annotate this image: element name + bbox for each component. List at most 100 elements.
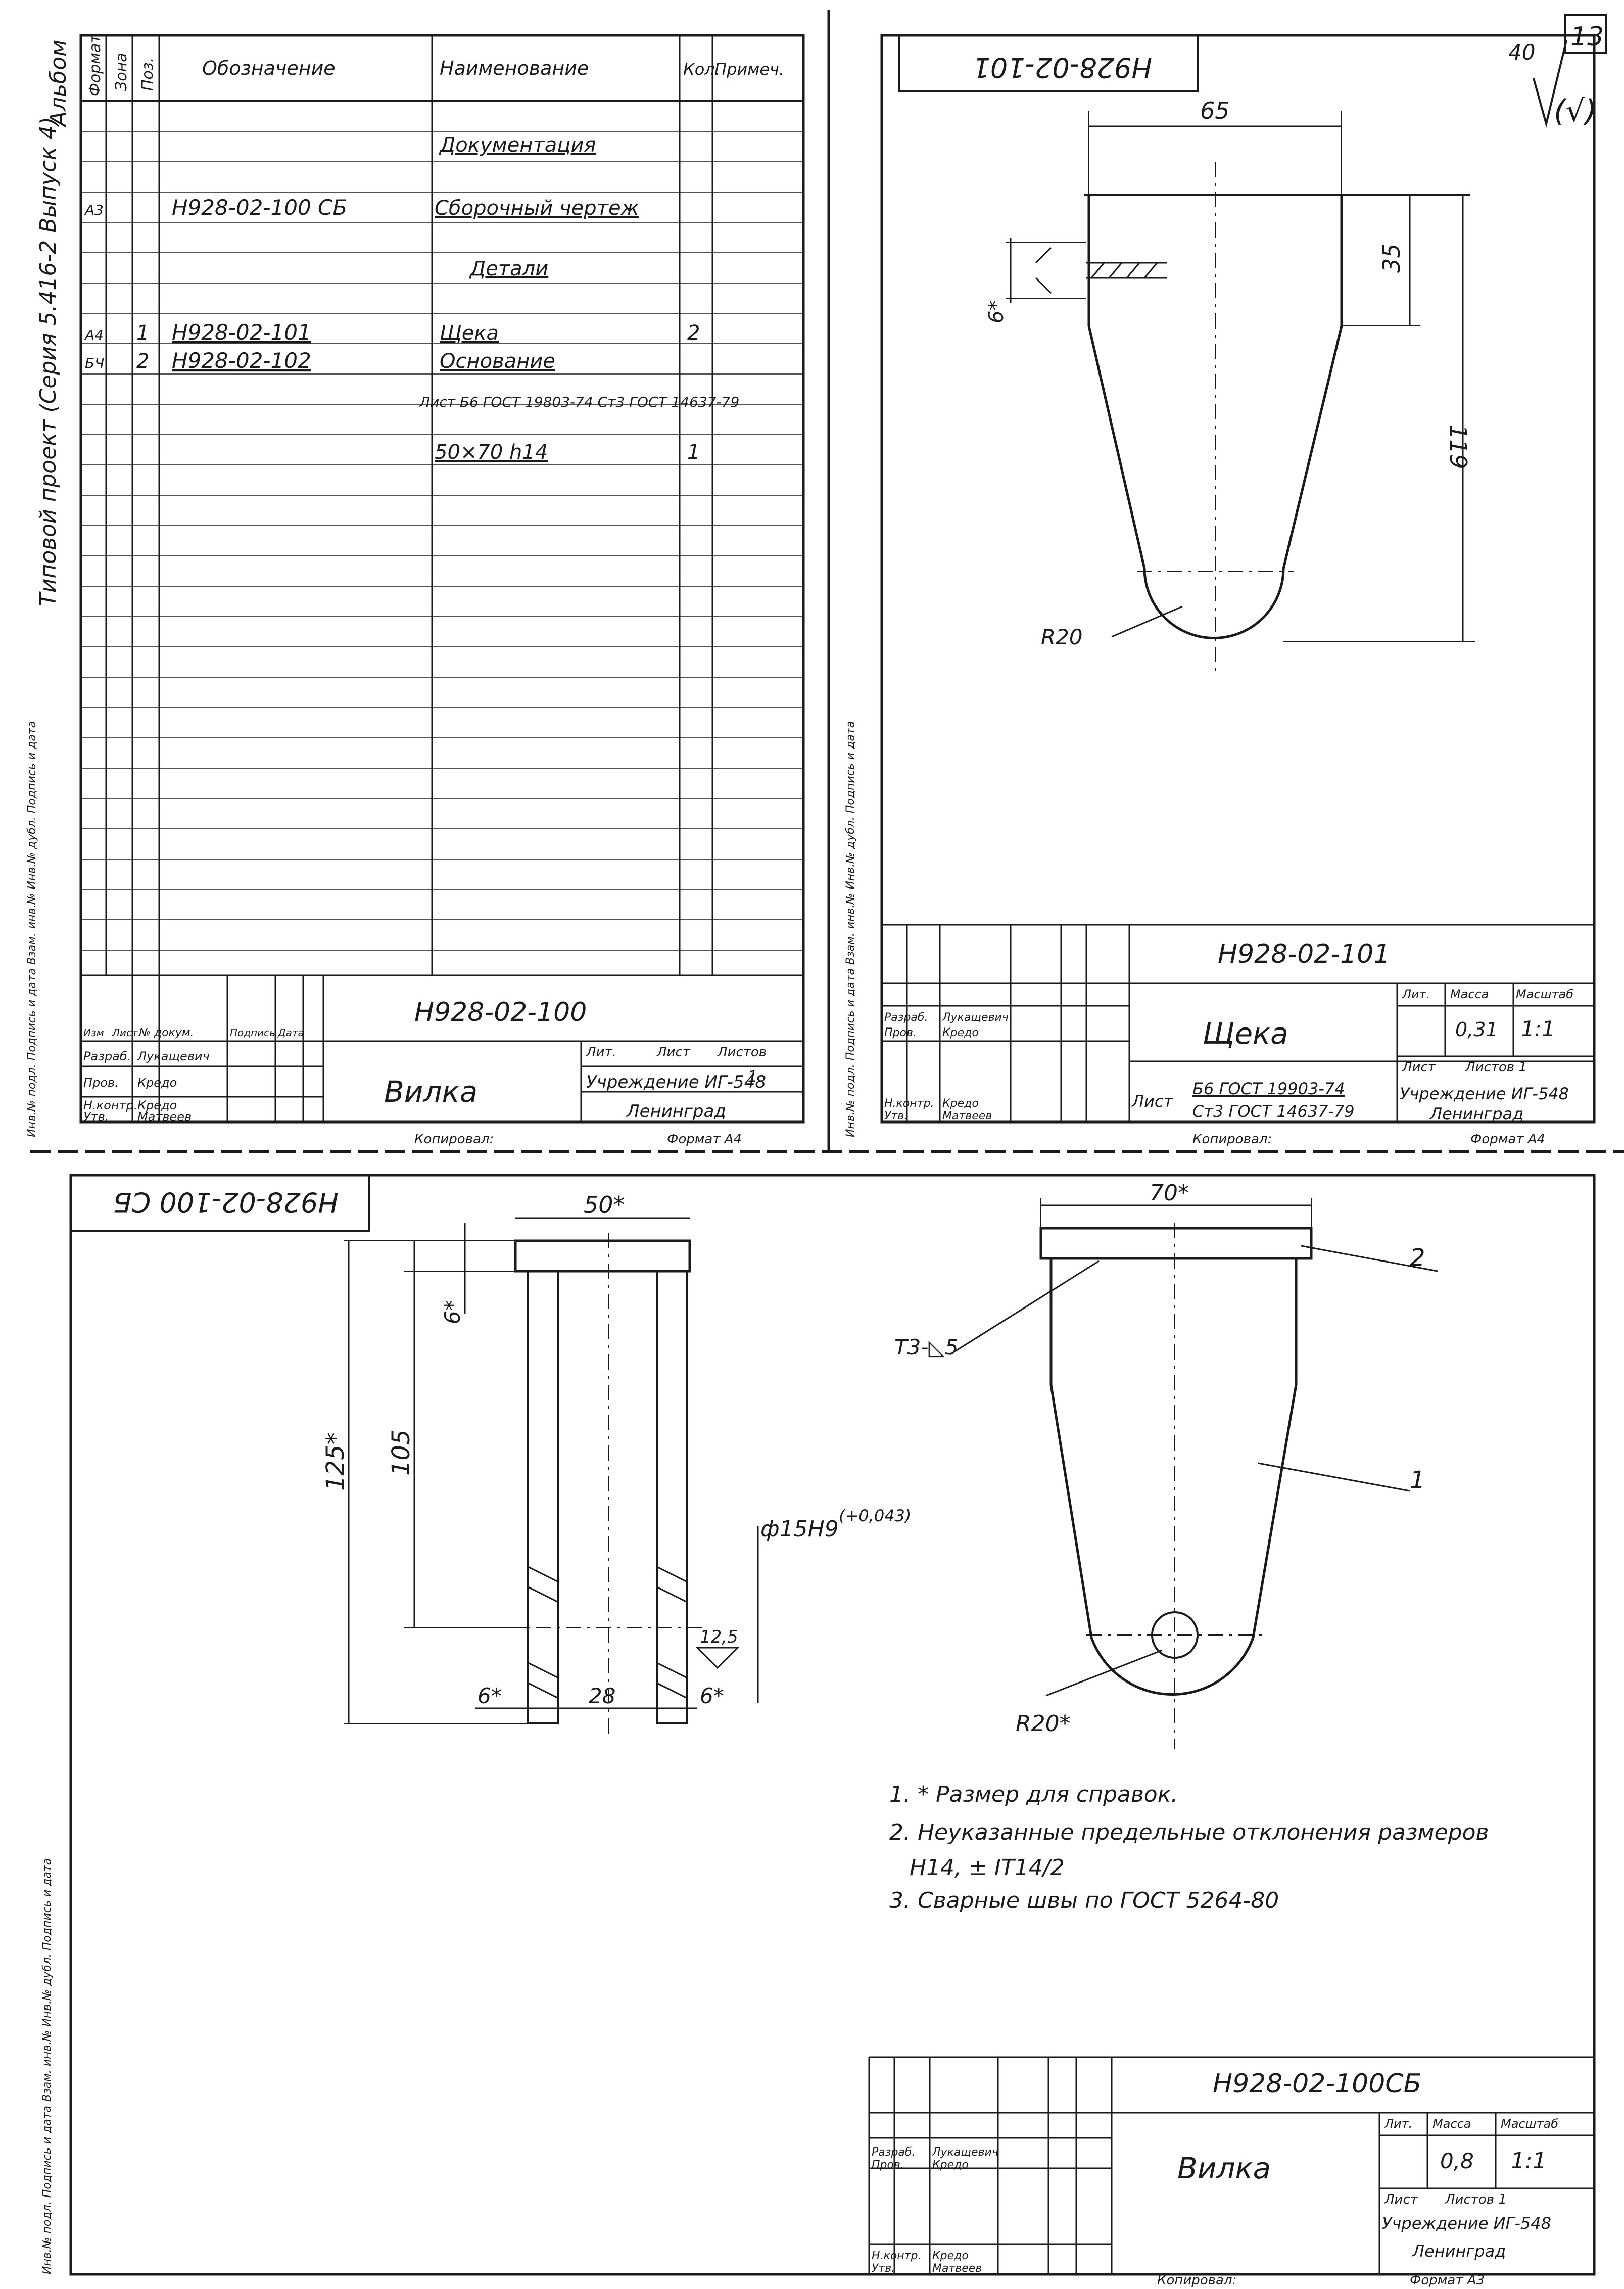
page-border <box>30 10 1624 1153</box>
svg-text:Кол.: Кол. <box>683 60 720 79</box>
svg-text:Н928-02-101: Н928-02-101 <box>1218 939 1390 969</box>
svg-text:БЧ: БЧ <box>85 355 104 371</box>
svg-text:Кредо: Кредо <box>137 1076 177 1090</box>
svg-text:Кредо: Кредо <box>932 2250 969 2262</box>
page-number: 13 <box>1570 22 1604 52</box>
svg-text:Основание: Основание <box>440 350 555 373</box>
svg-text:Утв.: Утв. <box>872 2262 895 2275</box>
svg-text:Пров.: Пров. <box>83 1076 119 1090</box>
svg-text:Ленинград: Ленинград <box>1429 1104 1523 1124</box>
svg-text:Листов: Листов <box>717 1045 767 1060</box>
svg-text:28: 28 <box>589 1684 615 1708</box>
note-3: 3. Сварные швы по ГОСТ 5264-80 <box>889 1888 1279 1913</box>
svg-text:Щека: Щека <box>1203 1016 1288 1051</box>
svg-text:Копировал:: Копировал: <box>414 1132 494 1147</box>
svg-text:Учреждение ИГ-548: Учреждение ИГ-548 <box>1382 2214 1551 2233</box>
note-2b: Н14, ± IT14/2 <box>910 1855 1065 1881</box>
assembly-stamp: Н928-02-100 СБ <box>113 1186 339 1218</box>
svg-text:1: 1 <box>748 1068 757 1086</box>
svg-text:6*: 6* <box>477 1684 502 1708</box>
series-vertical: Типовой проект (Серия 5.416-2 Выпуск 4) <box>35 117 61 606</box>
note-2: 2. Неуказанные предельные отклонения раз… <box>889 1819 1489 1845</box>
svg-text:Лист: Лист <box>1402 1060 1436 1075</box>
svg-text:Обозначение: Обозначение <box>202 57 336 79</box>
part-101-sheet: Инв.№ подл. Подпись и дата Взам. инв.№ И… <box>844 34 1596 1147</box>
svg-text:6*: 6* <box>985 301 1008 323</box>
svg-text:Лукащевич: Лукащевич <box>932 2146 998 2159</box>
svg-text:№ докум.: № докум. <box>138 1026 194 1039</box>
svg-text:65: 65 <box>1200 97 1230 124</box>
svg-text:Разраб.: Разраб. <box>872 2146 915 2159</box>
svg-text:Инв.№ подл. Подпись и дата В: Инв.№ подл. Подпись и дата Взам. инв.№ И… <box>26 721 38 1137</box>
side-view <box>949 1198 1438 1749</box>
svg-text:0,31: 0,31 <box>1455 1018 1498 1041</box>
svg-text:Кредо: Кредо <box>137 1098 177 1112</box>
svg-text:Поз.: Поз. <box>139 58 157 91</box>
svg-text:0,8: 0,8 <box>1440 2148 1474 2173</box>
album-tag: Альбом <box>45 40 71 128</box>
svg-text:Копировал:: Копировал: <box>1157 2273 1236 2288</box>
svg-text:Наименование: Наименование <box>440 57 589 79</box>
svg-text:1: 1 <box>687 441 700 464</box>
cheek-drawing <box>1006 111 1475 672</box>
svg-text:А4: А4 <box>84 326 104 343</box>
svg-text:Вилка: Вилка <box>1177 2151 1271 2185</box>
svg-text:1:1: 1:1 <box>1521 1016 1555 1041</box>
svg-text:12,5: 12,5 <box>700 1627 738 1647</box>
svg-text:105: 105 <box>387 1429 415 1476</box>
svg-text:Утв.: Утв. <box>884 1110 907 1123</box>
assembly-sheet: Инв.№ подл. Подпись и дата Взам. инв.№ И… <box>41 1174 1596 2288</box>
svg-text:Кредо: Кредо <box>942 1026 979 1039</box>
svg-text:Разраб.: Разраб. <box>83 1049 131 1063</box>
note-1: 1. * Размер для справок. <box>889 1782 1178 1807</box>
svg-text:Изм: Изм <box>83 1026 104 1039</box>
svg-text:Лист: Лист <box>112 1026 138 1039</box>
svg-text:Ленинград: Ленинград <box>626 1101 726 1122</box>
svg-text:Инв.№ подл. Подпись и дата В: Инв.№ подл. Подпись и дата Взам. инв.№ И… <box>41 1858 54 2274</box>
svg-text:Н928-02-102: Н928-02-102 <box>172 348 311 373</box>
svg-text:Т3-◺5: Т3-◺5 <box>894 1335 959 1360</box>
svg-text:2: 2 <box>1410 1244 1425 1272</box>
svg-text:Лит.: Лит. <box>1402 987 1430 1001</box>
svg-text:70*: 70* <box>1150 1180 1189 1206</box>
svg-text:Щека: Щека <box>440 321 499 345</box>
svg-text:Копировал:: Копировал: <box>1192 1132 1272 1147</box>
svg-text:Н.контр.: Н.контр. <box>872 2250 921 2262</box>
svg-text:Детали: Детали <box>469 257 548 281</box>
svg-text:Лист Б6 ГОСТ 19803-74 Ст3 ГОСТ: Лист Б6 ГОСТ 19803-74 Ст3 ГОСТ 14637-79 <box>419 394 739 410</box>
spec-sheet: Альбом Типовой проект (Серия 5.416-2 Вып… <box>26 34 805 1147</box>
svg-text:1:1: 1:1 <box>1511 2148 1547 2174</box>
svg-text:Лукащевич: Лукащевич <box>942 1011 1009 1024</box>
svg-text:Учреждение ИГ-548: Учреждение ИГ-548 <box>586 1072 766 1092</box>
svg-text:Инв.№ подл. Подпись и дата В: Инв.№ подл. Подпись и дата Взам. инв.№ И… <box>844 721 857 1137</box>
svg-text:Зона: Зона <box>113 53 130 91</box>
svg-text:Ленинград: Ленинград <box>1412 2241 1506 2261</box>
svg-text:Утв.: Утв. <box>83 1110 109 1124</box>
svg-text:119: 119 <box>1445 425 1472 469</box>
svg-text:40: 40 <box>1508 40 1535 65</box>
svg-text:Матвеев: Матвеев <box>932 2262 982 2275</box>
roughness-mark: 40 (√) <box>1508 40 1597 129</box>
svg-text:Н928-02-101: Н928-02-101 <box>172 320 311 345</box>
svg-text:50*: 50* <box>584 1191 625 1219</box>
svg-text:Лист: Лист <box>1384 2192 1418 2207</box>
svg-text:Формат А3: Формат А3 <box>1410 2273 1485 2288</box>
svg-text:Подпись: Подпись <box>230 1026 275 1039</box>
svg-text:Н928-02-100 СБ: Н928-02-100 СБ <box>172 195 347 220</box>
svg-text:6*: 6* <box>440 1300 465 1324</box>
svg-text:Б6 ГОСТ 19903-74: Б6 ГОСТ 19903-74 <box>1192 1079 1345 1098</box>
svg-text:Примеч.: Примеч. <box>714 60 784 79</box>
svg-text:Матвеев: Матвеев <box>137 1110 192 1124</box>
svg-text:Матвеев: Матвеев <box>942 1110 992 1123</box>
svg-text:Лит.: Лит. <box>586 1045 616 1060</box>
svg-text:Н928-02-100: Н928-02-100 <box>414 997 587 1027</box>
svg-text:R20*: R20* <box>1016 1711 1071 1737</box>
svg-text:Листов 1: Листов 1 <box>1445 2192 1507 2207</box>
svg-text:35: 35 <box>1378 243 1405 273</box>
svg-text:Листов 1: Листов 1 <box>1465 1060 1527 1075</box>
svg-text:Масса: Масса <box>1450 987 1489 1001</box>
svg-text:Ст3 ГОСТ 14637-79: Ст3 ГОСТ 14637-79 <box>1192 1102 1355 1121</box>
svg-text:Масса: Масса <box>1432 2117 1471 2131</box>
svg-text:6*: 6* <box>700 1684 724 1708</box>
